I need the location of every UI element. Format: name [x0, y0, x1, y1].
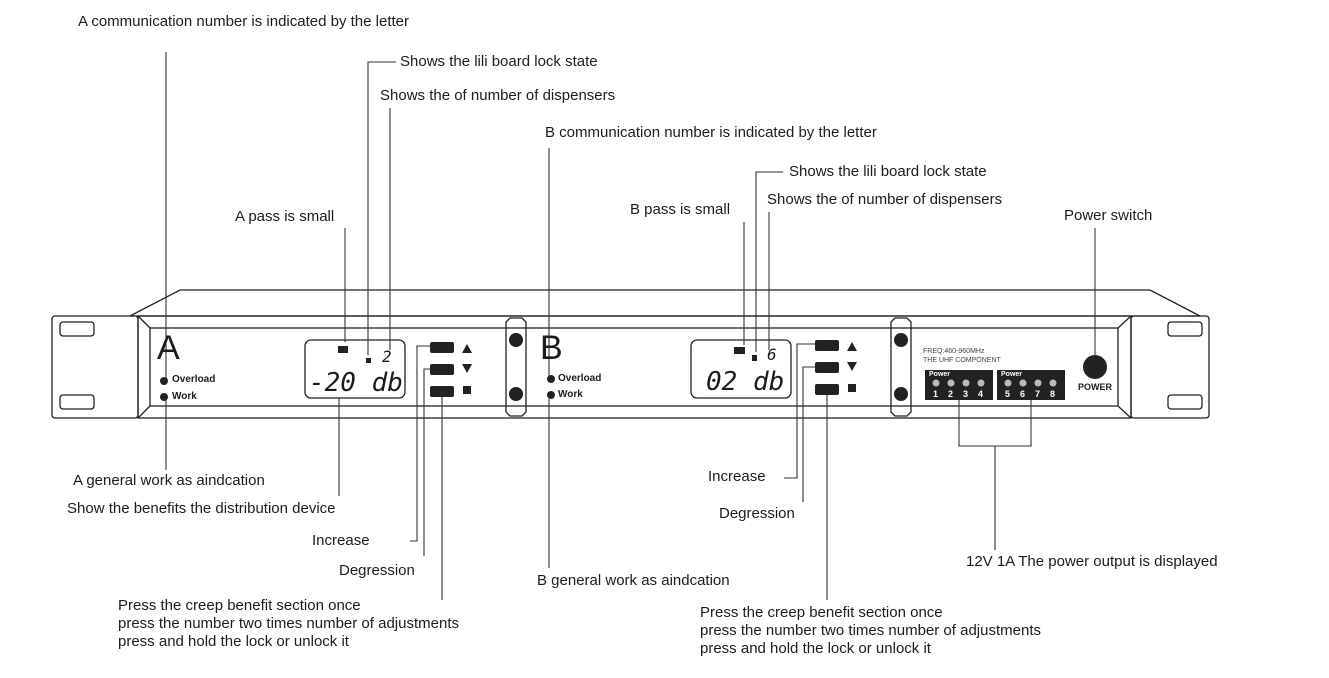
overload-led-a	[160, 377, 168, 385]
increase-button-a	[430, 342, 454, 353]
annotation-power-output: 12V 1A The power output is displayed	[966, 553, 1218, 570]
stop-square-icon	[463, 386, 471, 394]
power-group-1-label: Power	[929, 371, 951, 378]
annotation-a-work: A general work as aindcation	[73, 472, 265, 489]
board-lock-icon	[734, 347, 745, 354]
lcd-b-frame	[690, 339, 792, 399]
instruction-line: press and hold the lock or unlock it	[700, 640, 931, 657]
port-8: 8	[1050, 389, 1056, 399]
lcd-b-value: 02 db	[706, 367, 785, 397]
instruction-line: press the number two times number of adj…	[700, 622, 1041, 639]
stop-square-icon	[848, 384, 856, 392]
annotation-a-press-instructions: Press the creep benefit section once pre…	[118, 597, 459, 651]
lcd-b-count: 6	[767, 345, 777, 364]
annotation-power-switch: Power switch	[1064, 207, 1153, 224]
lcd-a-value: -20 db	[309, 368, 403, 398]
annotation-a-communication: A communication number is indicated by t…	[78, 13, 410, 30]
annotation-a-degression: Degression	[339, 562, 415, 579]
channel-letter-a: A	[157, 329, 180, 367]
instruction-line: Press the creep benefit section once	[700, 604, 943, 621]
lcd-a-frame	[304, 339, 406, 399]
overload-label-b: Overload	[558, 373, 602, 384]
annotation-b-lock-state: Shows the lili board lock state	[789, 163, 987, 180]
work-led-a	[160, 393, 168, 401]
port-3: 3	[963, 389, 969, 399]
left-rack-ear	[51, 315, 139, 419]
left-ear-slot-bottom	[59, 394, 95, 410]
board-lock-icon	[338, 346, 348, 353]
right-handle	[890, 317, 912, 417]
freq-label: FREQ:460-960MHz	[923, 348, 985, 355]
handle-screw-icon	[509, 387, 523, 401]
increase-button-b	[815, 340, 839, 351]
up-arrow-icon	[462, 344, 472, 353]
decrease-button-b	[815, 362, 839, 373]
annotation-a-pass: A pass is small	[235, 208, 335, 225]
overload-label-a: Overload	[172, 374, 216, 385]
right-ear-slot-bottom	[1167, 394, 1203, 410]
down-arrow-icon	[847, 362, 857, 371]
right-ear-slot-top	[1167, 321, 1203, 337]
lcd-a-count: 2	[382, 347, 392, 366]
instruction-line: press the number two times number of adj…	[118, 615, 459, 632]
port-5: 5	[1005, 389, 1011, 399]
up-arrow-icon	[847, 342, 857, 351]
annotation-a-increase: Increase	[312, 532, 370, 549]
down-arrow-icon	[462, 364, 472, 373]
annotation-b-increase: Increase	[708, 468, 766, 485]
annotation-b-degression: Degression	[719, 505, 795, 522]
annotation-b-pass: B pass is small	[630, 201, 731, 218]
chassis-top-edge	[129, 289, 1201, 317]
set-button-a	[430, 386, 454, 397]
port-6: 6	[1020, 389, 1026, 399]
annotation-b-dispensers: Shows the of number of dispensers	[767, 191, 1003, 208]
annotation-b-work: B general work as aindcation	[537, 572, 730, 589]
overload-led-b	[547, 375, 555, 383]
annotation-b-communication: B communication number is indicated by t…	[545, 124, 877, 141]
port-2: 2	[948, 389, 954, 399]
port-4: 4	[978, 389, 984, 399]
work-label-b: Work	[558, 389, 583, 400]
work-label-a: Work	[172, 391, 197, 402]
power-switch-button	[1083, 355, 1107, 379]
component-label: THE UHF COMPONENT	[923, 357, 1001, 364]
annotation-a-dispensers: Shows the of number of dispensers	[380, 87, 616, 104]
front-panel	[137, 315, 1132, 419]
handle-screw-icon	[894, 333, 908, 347]
instruction-line: Press the creep benefit section once	[118, 597, 361, 614]
left-ear-slot-top	[59, 321, 95, 337]
handle-screw-icon	[509, 333, 523, 347]
leader-lines	[165, 52, 1096, 600]
right-rack-ear	[1130, 315, 1210, 419]
annotation-a-lock-state: Shows the lili board lock state	[400, 53, 598, 70]
port-7: 7	[1035, 389, 1041, 399]
lock-icon	[752, 355, 757, 361]
annotation-b-press-instructions: Press the creep benefit section once pre…	[700, 604, 1041, 658]
port-1: 1	[933, 389, 939, 399]
power-group-2-label: Power	[1001, 371, 1023, 378]
unlock-icon	[366, 358, 371, 363]
work-led-b	[547, 391, 555, 399]
set-button-b	[815, 384, 839, 395]
power-button-label: POWER	[1078, 382, 1113, 392]
instruction-line: press and hold the lock or unlock it	[118, 633, 349, 650]
handle-screw-icon	[894, 387, 908, 401]
decrease-button-a	[430, 364, 454, 375]
channel-letter-b: B	[540, 329, 563, 367]
left-handle	[505, 317, 527, 417]
annotation-a-benefits: Show the benefits the distribution devic…	[67, 500, 336, 517]
